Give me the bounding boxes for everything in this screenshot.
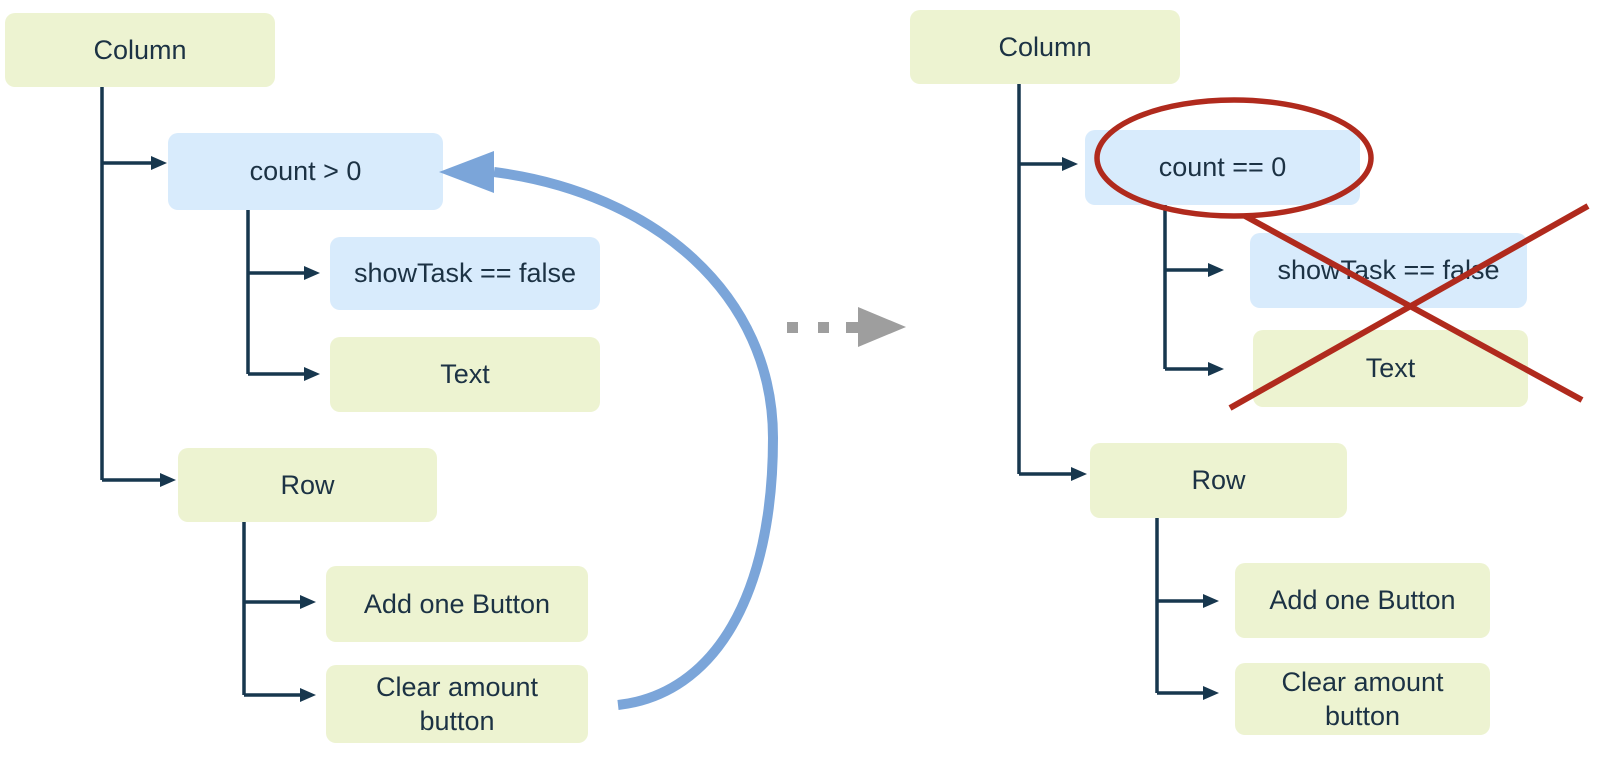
left-add-one-button-node: Add one Button [326,566,588,642]
right-column-node: Column [910,10,1180,84]
right-text-node: Text [1253,330,1528,407]
left-row-node: Row [178,448,437,522]
left-showtask-condition-node: showTask == false [330,237,600,310]
left-count-condition-node: count > 0 [168,133,443,210]
left-text-node: Text [330,337,600,412]
right-clear-amount-button-node: Clear amount button [1235,663,1490,735]
right-add-one-button-node: Add one Button [1235,563,1490,638]
left-column-node: Column [5,13,275,87]
left-clear-amount-button-node: Clear amount button [326,665,588,743]
state-change-arrow [787,307,906,347]
right-row-node: Row [1090,443,1347,518]
right-showtask-condition-node: showTask == false [1250,233,1527,308]
right-count-condition-node: count == 0 [1085,130,1360,205]
